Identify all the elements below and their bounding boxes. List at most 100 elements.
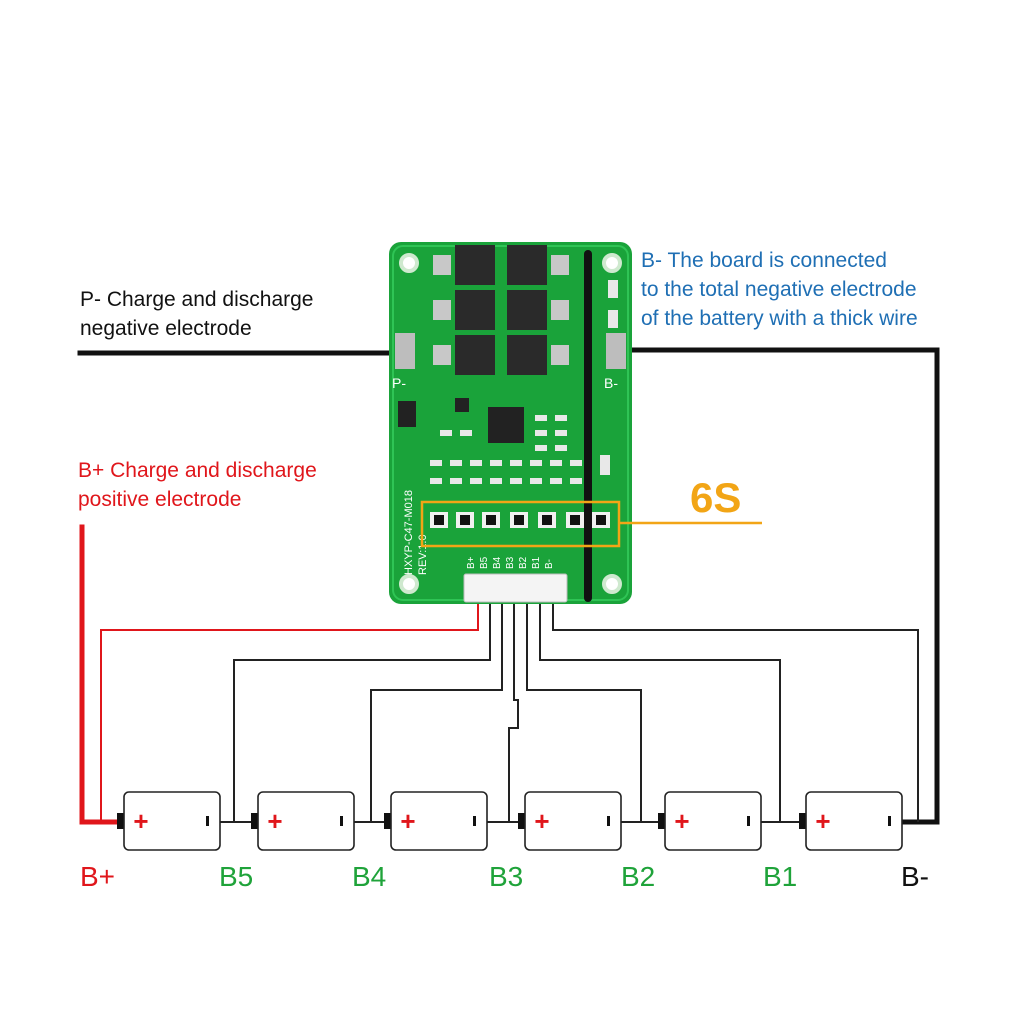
- connector-pin-label: B3: [505, 556, 516, 569]
- cell-minus-mark: [888, 816, 891, 826]
- mosfet: [507, 245, 547, 285]
- annotation-line: B+ Charge and discharge: [78, 459, 317, 482]
- diode: [398, 401, 416, 427]
- mosfet: [455, 245, 495, 285]
- balance-wire-bminus: [552, 600, 919, 822]
- cell-body: [123, 791, 221, 851]
- cell-minus-mark: [607, 816, 610, 826]
- b-minus-pad: [606, 333, 626, 369]
- positive-terminal: [658, 813, 665, 829]
- mosfet-tab: [551, 300, 569, 320]
- positive-terminal: [117, 813, 124, 829]
- cell-plus-sign: +: [815, 806, 830, 836]
- p-minus-pad: [395, 333, 415, 369]
- board-pad-label-b: B-: [604, 375, 618, 391]
- battery-cell: +: [117, 791, 221, 851]
- annotation-line: of the battery with a thick wire: [641, 307, 918, 330]
- mosfet-tab: [551, 345, 569, 365]
- mosfet-tab: [551, 255, 569, 275]
- mounting-hole: [602, 253, 622, 273]
- cell-body: [805, 791, 903, 851]
- annotation-line: B- The board is connected: [641, 249, 887, 272]
- mosfet-tab: [433, 255, 451, 275]
- connector-pin-label: B4: [492, 556, 503, 569]
- board-rev: REV:1.0: [417, 534, 429, 575]
- cell-plus-sign: +: [674, 806, 689, 836]
- mosfets: [433, 245, 569, 375]
- connector-pin-label: B+: [466, 556, 477, 569]
- main-wires: [77, 347, 940, 825]
- battery-cell: +: [251, 791, 355, 851]
- annotation-line: negative electrode: [80, 317, 252, 340]
- mosfet-tab: [433, 300, 451, 320]
- balance-wire-b3: [508, 600, 519, 822]
- connector-pin-label: B-: [544, 559, 555, 569]
- mosfet-tab: [433, 345, 451, 365]
- balance-wires: [100, 600, 919, 822]
- connector-pin-label: B2: [518, 556, 529, 569]
- mosfet: [455, 335, 495, 375]
- balance-wire-b5: [233, 600, 491, 822]
- terminal-label: B2: [621, 861, 656, 892]
- balance-resistors: [430, 512, 610, 528]
- cell-minus-mark: [747, 816, 750, 826]
- annotation-line: to the total negative electrode: [641, 278, 917, 301]
- board-pad-label-p: P-: [392, 375, 406, 391]
- terminal-label: B4: [352, 861, 387, 892]
- positive-terminal: [518, 813, 525, 829]
- smd-components: [430, 280, 618, 484]
- mosfet: [507, 290, 547, 330]
- connector-pin-label: B1: [531, 556, 542, 569]
- mosfet: [455, 290, 495, 330]
- control-ic: [488, 407, 524, 443]
- board-model: HXYP-C47-M018: [403, 490, 415, 575]
- terminal-label: B5: [219, 861, 254, 892]
- annotation-line: positive electrode: [78, 488, 242, 511]
- balance-wire-b1: [539, 600, 781, 822]
- b-minus-wire: [614, 347, 940, 825]
- transistor: [455, 398, 469, 412]
- cell-minus-mark: [473, 816, 476, 826]
- mosfet: [507, 335, 547, 375]
- battery-cell: +: [384, 791, 488, 851]
- b-plus-annotation: B+ Charge and discharge positive electrod…: [78, 456, 317, 514]
- thick-wire: [584, 250, 592, 602]
- battery-cell: +: [658, 791, 762, 851]
- battery-cell: +: [799, 791, 903, 851]
- b-plus-wire: [79, 524, 123, 825]
- series-count-badge: 6S: [690, 474, 742, 521]
- battery-cell: +: [518, 791, 622, 851]
- annotation-line: P- Charge and discharge: [80, 288, 314, 311]
- b-minus-annotation: B- The board is connected to the total ne…: [641, 246, 918, 333]
- cell-plus-sign: +: [400, 806, 415, 836]
- cell-minus-mark: [340, 816, 343, 826]
- terminal-label: B1: [763, 861, 798, 892]
- cell-body: [257, 791, 355, 851]
- cell-minus-mark: [206, 816, 209, 826]
- positive-terminal: [384, 813, 391, 829]
- terminal-label: B-: [901, 861, 929, 892]
- cell-plus-sign: +: [267, 806, 282, 836]
- positive-terminal: [799, 813, 806, 829]
- p-minus-annotation: P- Charge and discharge negative electrod…: [80, 285, 313, 343]
- connector-pin-label: B5: [479, 556, 490, 569]
- balance-wire-b4: [370, 600, 503, 822]
- mounting-hole: [602, 574, 622, 594]
- positive-terminal: [251, 813, 258, 829]
- balance-wire-bplus: [100, 600, 479, 822]
- battery-cells: + + + + + +: [117, 791, 903, 851]
- cell-body: [524, 791, 622, 851]
- balance-wire-b2: [526, 600, 642, 822]
- cell-body: [390, 791, 488, 851]
- mounting-holes: [399, 253, 622, 594]
- cell-body: [664, 791, 762, 851]
- mounting-hole: [399, 253, 419, 273]
- balance-connector: [463, 573, 568, 603]
- cell-plus-sign: +: [534, 806, 549, 836]
- mounting-hole: [399, 574, 419, 594]
- terminal-label: B3: [489, 861, 524, 892]
- cell-plus-sign: +: [133, 806, 148, 836]
